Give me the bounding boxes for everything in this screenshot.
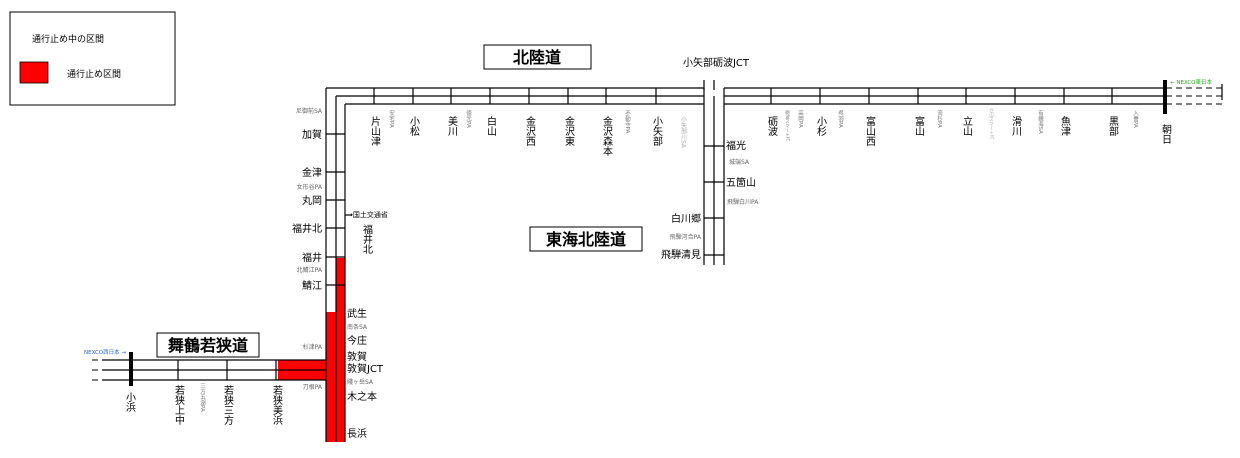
- station-label: 富山: [913, 115, 925, 136]
- mlit-note: →国土交通省: [347, 210, 388, 219]
- station-label: 福井北: [292, 222, 322, 235]
- station-label: 木之本: [347, 390, 377, 403]
- junction-label-oyabe-tonami: 小矢部砺波JCT: [683, 56, 750, 69]
- fukui-kita-ramp-label: 福井北: [361, 223, 373, 254]
- station-label: 小杉: [815, 116, 827, 137]
- pa-label: 女形谷PA: [297, 183, 323, 191]
- route-title-maizuru-wakasa: 舞鶴若狭道: [156, 332, 260, 358]
- station-label: 若狭美浜: [271, 384, 283, 426]
- sa-label: 城端SA: [729, 158, 750, 166]
- sa-label: 有磯海SA: [1037, 109, 1044, 134]
- pa-label: 不動寺PA: [624, 110, 631, 134]
- station-label: 今庄: [347, 334, 367, 347]
- road-lines: [102, 80, 1166, 442]
- station-label: 丸岡: [302, 194, 322, 207]
- pa-label: 徳光PA: [465, 109, 472, 128]
- pa-label: 杉津PA: [303, 343, 323, 351]
- svg-text:東海北陸道: 東海北陸道: [546, 230, 626, 249]
- station-label: 福光: [726, 139, 746, 152]
- station-label: 立山: [961, 115, 973, 136]
- station-label: 片山津: [369, 115, 381, 147]
- svg-text:北陸道: 北陸道: [513, 48, 561, 67]
- pa-label: 安宅PA: [388, 109, 395, 128]
- station-label: 砺波: [766, 116, 778, 137]
- legend-closed-swatch: [19, 61, 49, 84]
- station-label: 加賀: [302, 129, 322, 141]
- station-label: 小浜: [124, 392, 136, 413]
- station-label: 美川: [446, 115, 458, 136]
- route-title-tokai-hokuriku: 東海北陸道: [529, 226, 643, 252]
- station-label: 若狭上中: [173, 384, 185, 426]
- station-label: 鯖江: [302, 279, 322, 292]
- pa-label: 高岡PA: [797, 109, 804, 128]
- svg-text:舞鶴若狭道: 舞鶴若狭道: [168, 336, 248, 355]
- sa-label: 賤ヶ岳SA: [347, 378, 374, 386]
- legend-title: 通行止め中の区間: [32, 33, 104, 45]
- hokuriku-left-stations: 尼御前SA 加賀 金津 女形谷PA 丸岡 福井北 福井 北鯖江PA 鯖江 武生 …: [292, 107, 384, 440]
- station-label: 富山西: [864, 115, 876, 146]
- nexco-boundaries: ← NEXCO東日本 NEXCO西日本 →: [84, 78, 1212, 386]
- station-label: 白川郷: [671, 212, 701, 225]
- station-label: 武生: [347, 307, 367, 320]
- route-title-hokuriku: 北陸道: [483, 44, 592, 70]
- station-label: 小矢部: [651, 116, 663, 147]
- station-label: 朝日: [1160, 124, 1172, 144]
- sa-label: 小矢部川SA: [680, 115, 687, 149]
- station-label: 黒部: [1107, 116, 1119, 137]
- nexco-east-label: ← NEXCO東日本: [1170, 78, 1212, 86]
- station-label: 敦賀: [347, 350, 367, 363]
- smart-ic-label: 砺波スマートIC: [785, 110, 791, 142]
- station-label: 滑川: [1010, 116, 1022, 136]
- maizuru-wakasa-stations: 小浜 若狭上中 三方五湖PA 若狭三方 若狭美浜: [124, 360, 283, 426]
- station-label: 金津: [302, 166, 322, 179]
- sa-label: 南条SA: [347, 323, 368, 331]
- pa-label: 飛騨河合PA: [670, 233, 702, 241]
- tokai-hokuriku-stations: 福光 城端SA 五箇山 飛騨白川PA 白川郷 飛騨河合PA 飛騨清見: [661, 139, 759, 261]
- road-continuations: [92, 87, 1226, 381]
- junction-label: 敦賀JCT: [347, 362, 384, 375]
- station-label: 魚津: [1059, 115, 1071, 137]
- station-label: 飛騨清見: [661, 248, 701, 261]
- station-label: 長浜: [347, 428, 367, 440]
- station-label: 白山: [485, 115, 496, 136]
- pa-label: 呉羽PA: [837, 110, 844, 128]
- pa-label: 刀根PA: [303, 383, 323, 391]
- station-label: 若狭三方: [222, 384, 234, 426]
- pa-label: 北鯖江PA: [297, 266, 323, 274]
- smart-ic-label: 立山スマートIC: [989, 107, 995, 140]
- pa-label: 飛騨白川PA: [727, 198, 759, 206]
- pa-label: 入善PA: [1132, 110, 1139, 128]
- station-label: 五箇山: [726, 176, 756, 189]
- station-label: 金沢東: [563, 115, 575, 147]
- station-label: 金沢西: [524, 115, 536, 146]
- svg-text:福井北: 福井北: [361, 223, 373, 254]
- pa-label: 三方五湖PA: [199, 383, 206, 412]
- station-label: 福井: [302, 251, 322, 264]
- sa-label: 尼御前SA: [296, 107, 323, 115]
- legend-closed-label: 通行止め区間: [67, 68, 121, 80]
- station-label: 金沢森本: [601, 115, 613, 157]
- station-label: 小松: [408, 116, 420, 137]
- pa-label: 流杉PA: [936, 109, 943, 128]
- nexco-west-label: NEXCO西日本 →: [84, 348, 126, 356]
- hokuriku-top-stations: 片山津 安宅PA 小松 美川 徳光PA 白山 金沢西 金沢東 金沢森本 不動寺P…: [369, 88, 1172, 157]
- legend: 通行止め中の区間 通行止め区間: [9, 11, 176, 106]
